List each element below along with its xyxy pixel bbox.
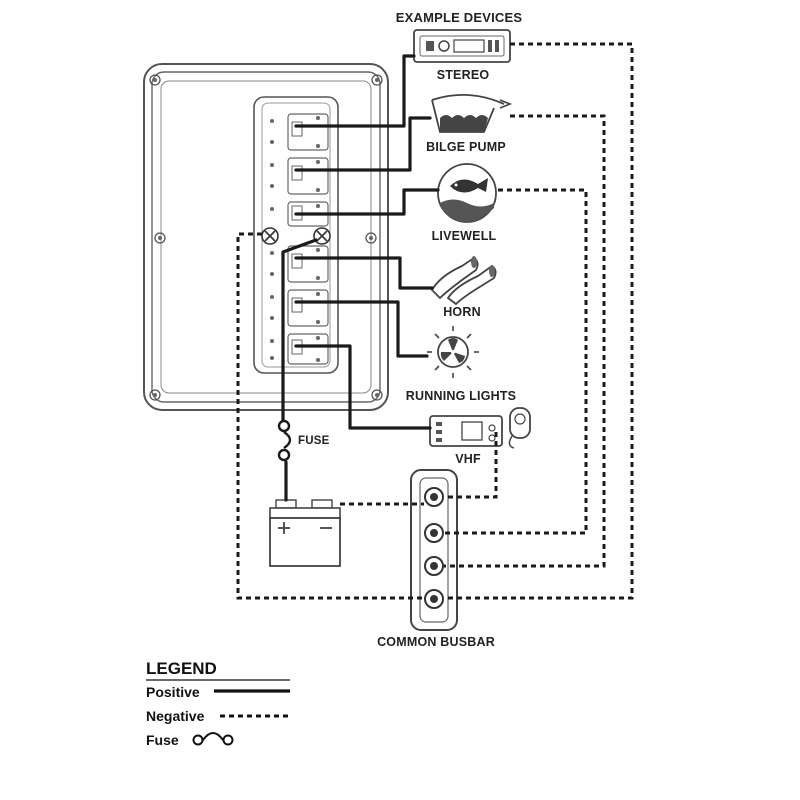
- negative-wires: [236, 42, 634, 600]
- battery-icon: [269, 499, 341, 567]
- label-livewell: LIVEWELL: [432, 229, 497, 243]
- common-busbar: [410, 469, 458, 631]
- header-title: EXAMPLE DEVICES: [396, 10, 523, 25]
- busbar-terminal: [424, 487, 444, 507]
- power-terminal-screw: [313, 227, 331, 245]
- label-running-lights: RUNNING LIGHTS: [406, 389, 516, 403]
- horn-icon: [430, 256, 497, 306]
- label-bilge-pump: BILGE PUMP: [426, 140, 506, 154]
- switch-row[interactable]: [270, 157, 329, 195]
- legend-negative-label: Negative: [146, 708, 205, 724]
- ground-terminal-screw: [261, 227, 279, 245]
- vhf-radio-icon: [429, 407, 531, 449]
- label-horn: HORN: [443, 305, 481, 319]
- legend-fuse-icon: [192, 732, 234, 746]
- legend-positive-label: Positive: [146, 684, 200, 700]
- label-fuse: FUSE: [298, 435, 330, 447]
- positive-wires: [281, 54, 440, 502]
- panel-mounting-holes: [149, 74, 383, 401]
- stereo-icon: [413, 29, 511, 63]
- switch-row[interactable]: [270, 245, 329, 283]
- switch-row[interactable]: [270, 113, 329, 151]
- legend: LEGEND Positive Negative Fuse: [146, 659, 290, 748]
- legend-title: LEGEND: [146, 659, 217, 678]
- busbar-terminal: [424, 589, 444, 609]
- label-vhf: VHF: [455, 452, 481, 466]
- running-lights-icon: [427, 326, 479, 378]
- livewell-icon: [437, 163, 497, 223]
- label-common-busbar: COMMON BUSBAR: [377, 635, 495, 649]
- switch-panel: [143, 63, 389, 411]
- legend-fuse-label: Fuse: [146, 732, 179, 748]
- busbar-terminal: [424, 523, 444, 543]
- switch-row[interactable]: [270, 289, 329, 327]
- bilge-pump-icon: [431, 93, 513, 133]
- label-stereo: STEREO: [437, 68, 490, 82]
- fuse-icon: [277, 419, 292, 462]
- busbar-terminal: [424, 556, 444, 576]
